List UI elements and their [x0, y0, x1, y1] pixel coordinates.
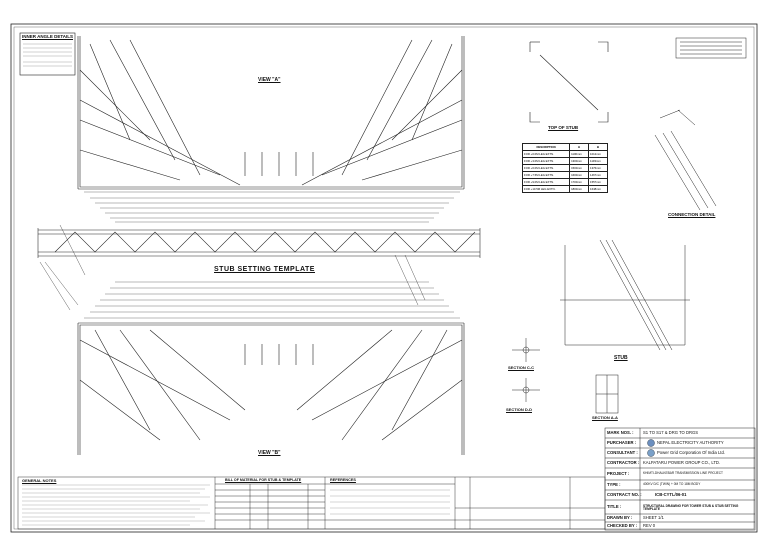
section-a-a-label: SECTION A-A: [592, 415, 618, 420]
section-d-d-drawing: [512, 378, 540, 402]
tb-label-type: TYPE :: [607, 482, 621, 487]
bom-title: BILL OF MATERIAL FOR STUB & TEMPLATE: [225, 478, 302, 482]
table-cell: 1700mm: [569, 178, 590, 186]
tb-label-purchaser: PURCHASER :: [607, 440, 637, 445]
table-cell: 1500mm: [569, 164, 590, 172]
tb-label-contractor: CONTRACTOR :: [607, 460, 640, 465]
template-title: STUB SETTING TEMPLATE: [214, 266, 315, 273]
table-cell: FOR +6.0M LEG EXTN.: [521, 164, 571, 172]
tb-value-consultant: Power Grid Corporation Of India Ltd.: [657, 450, 725, 455]
lower-dimension-lines: [84, 281, 460, 319]
connection-detail-label: CONNECTION DETAIL: [668, 212, 716, 217]
table-cell: 1557mm: [588, 178, 608, 186]
tb-label-mark: MARK NOS. :: [607, 430, 634, 435]
view-a-label: VIEW "A": [258, 77, 281, 83]
inner-angle-box: [19, 32, 76, 76]
section-c-c-drawing: [512, 338, 540, 362]
tb-label-contract: CONTRACT NO. :: [607, 492, 642, 497]
table-cell: 1012mm: [588, 150, 608, 158]
table-cell: FOR +10.5M LEG EXTN.: [521, 185, 571, 193]
table-header: B: [588, 143, 608, 151]
section-c-c-label: SECTION C-C: [508, 365, 534, 370]
section-d-d-label: SECTION D-D: [506, 407, 532, 412]
tb-label-title: TITLE :: [607, 504, 622, 509]
tb-value-title: STRUCTURAL DRAWING FOR TOWER STUB & STUB…: [643, 504, 739, 512]
inner-angle-title: INNER ANGLE DETAILS: [22, 34, 74, 39]
top-right-detail: [675, 37, 747, 59]
table-cell: 1376mm: [588, 164, 608, 172]
table-header: DESCRIPTION: [521, 143, 571, 151]
template-truss: [37, 228, 481, 258]
tb-label-consultant: CONSULTANT :: [607, 450, 638, 455]
stub-label: STUB: [614, 355, 628, 361]
table-cell: 1193mm: [588, 157, 608, 165]
tb-label-checked: CHECKED BY :: [607, 523, 638, 528]
references-title: REFERENCES: [330, 478, 356, 482]
table-cell: 1600mm: [569, 171, 590, 179]
tb-label-drawn: DRAWN BY :: [607, 515, 633, 520]
table-cell: 1100mm: [569, 150, 590, 158]
left-detail-lines: [39, 224, 426, 311]
bottom-strip-grid: [17, 476, 606, 530]
table-cell: FOR +9.0M LEG EXTN.: [521, 178, 571, 186]
tb-value-contractor: KALPATARU POWER GROUP CO., LTD.: [643, 460, 721, 465]
table-header: H: [569, 143, 590, 151]
inner-angle-lines: [23, 43, 72, 67]
notes-lines: [22, 484, 450, 526]
tb-value-checked: REV 0: [643, 523, 656, 528]
top-of-stub-label: TOP OF STUB: [548, 125, 579, 130]
tb-value-mark: S1 TO S17 & DRG TO DRGS: [643, 430, 699, 435]
table-cell: FOR +7.5M LEG EXTN.: [521, 171, 571, 179]
table-cell: FOR +3.0M LEG EXTN.: [521, 157, 571, 165]
table-cell: 1648mm: [588, 185, 608, 193]
tb-value-type: 400KV D/C (TWIN) + 0M TO 18M BODY: [643, 482, 701, 486]
top-of-stub-drawing: [529, 41, 609, 123]
table-cell: 1300mm: [569, 157, 590, 165]
section-a-a-drawing: [595, 374, 619, 414]
upper-dimension-lines: [84, 191, 460, 223]
tb-value-drawn: SHEET 1/1: [643, 515, 664, 520]
notes-title: GENERAL NOTES: [22, 478, 57, 483]
tb-value-project: KHIMTI-DHALKEBAR TRANSMISSION LINE PROJE…: [643, 471, 723, 475]
stub-detail-drawing: [560, 239, 690, 351]
view-a-frame: [77, 36, 465, 190]
table-cell: FOR +0.0M LEG EXTN.: [521, 150, 571, 158]
connection-detail-drawing: [654, 109, 717, 211]
table-cell: 1467mm: [588, 171, 608, 179]
stub-dimension-table: DESCRIPTION H B FOR +0.0M LEG EXTN.1100m…: [521, 143, 608, 193]
title-block-grid: [604, 427, 756, 531]
view-b-label: VIEW "B": [258, 450, 281, 456]
tb-value-contract: ICB-CYTL/06-01: [655, 492, 687, 497]
view-b-frame: [77, 322, 465, 455]
tb-value-purchaser: NEPAL ELECTRICITY AUTHORITY: [657, 440, 724, 445]
table-cell: 1800mm: [569, 185, 590, 193]
tb-label-project: PROJECT :: [607, 471, 630, 476]
